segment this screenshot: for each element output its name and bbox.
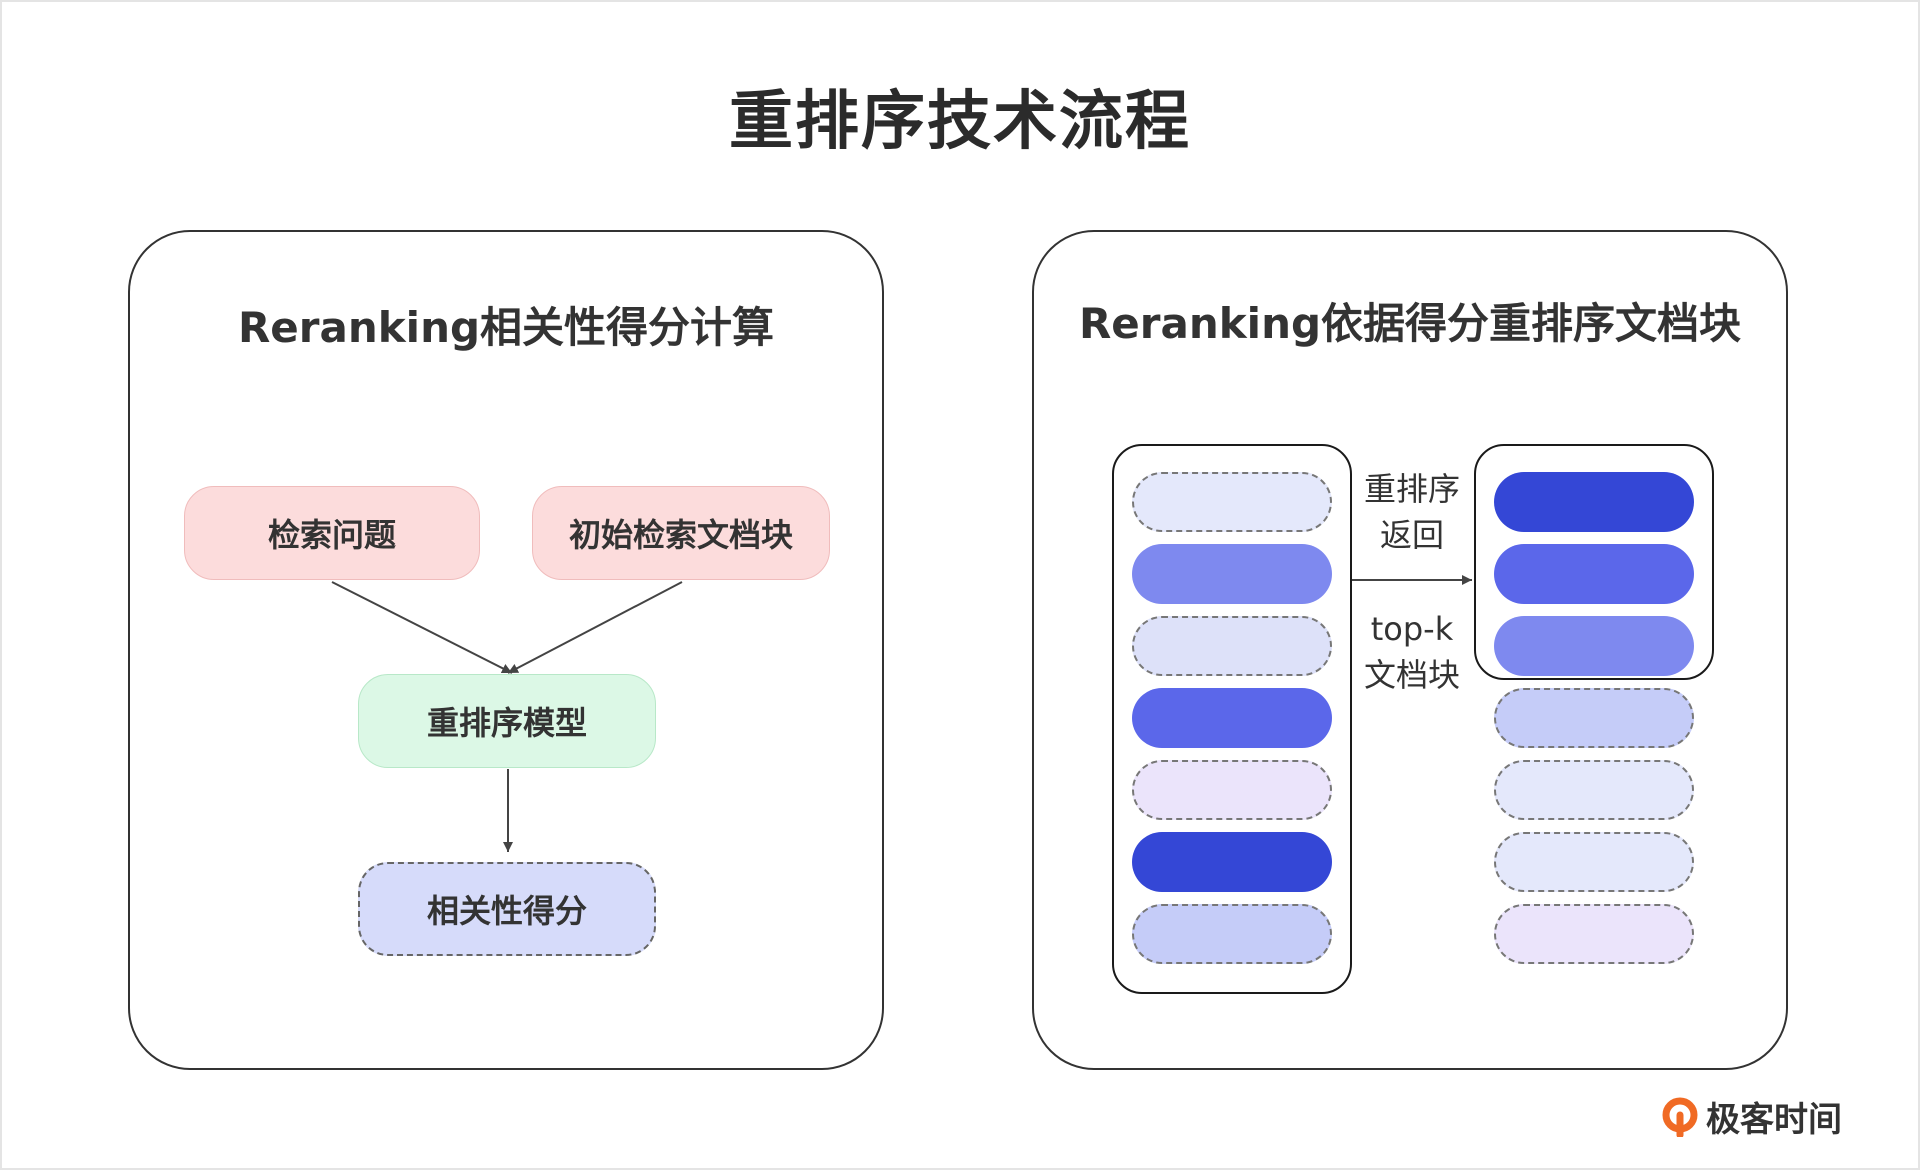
- geektime-logo: 极客时间: [1660, 1092, 1842, 1141]
- panel-title: Reranking相关性得分计算: [237, 303, 775, 352]
- initial-docs-stack-frame: [1112, 444, 1352, 994]
- logo-text: 极客时间: [1706, 1100, 1842, 1140]
- top-k-stack-frame: [1474, 444, 1714, 680]
- doc-chunk-4: [1132, 688, 1332, 748]
- query-to-model-arrow: [331, 581, 513, 674]
- flow-arrows: [331, 581, 683, 852]
- arrow-label-top: 重排序 返回: [1352, 466, 1472, 558]
- docs-to-model-arrow: [507, 581, 683, 674]
- reranked-doc-chunk-7: [1494, 904, 1694, 964]
- doc-chunk-1: [1132, 472, 1332, 532]
- doc-chunk-2: [1132, 544, 1332, 604]
- arrow-label-top-line2: 返回: [1379, 516, 1444, 554]
- doc-chunk-5: [1132, 760, 1332, 820]
- reranked-doc-chunk-6: [1494, 832, 1694, 892]
- doc-chunk-6: [1132, 832, 1332, 892]
- arrow-label-bottom: top-k 文档块: [1352, 606, 1472, 698]
- reranked-doc-chunk-4: [1494, 688, 1694, 748]
- reranked-doc-chunk-3: [1494, 616, 1694, 676]
- panel-title: Reranking依据得分重排序文档块: [1078, 299, 1742, 348]
- relevance-score-node: 相关性得分: [358, 862, 656, 956]
- page-title: 重排序技术流程: [729, 85, 1191, 159]
- relevance-score-panel: Reranking相关性得分计算 检索问题 初始检索文档块 重排序模型 相关性得…: [128, 230, 884, 1070]
- reranked-doc-chunk-2: [1494, 544, 1694, 604]
- arrow-label-bottom-line2: 文档块: [1363, 656, 1460, 694]
- rerank-arrow-svg: [1352, 575, 1472, 585]
- reranked-doc-chunk-5: [1494, 760, 1694, 820]
- arrow-label-top-line1: 重排序: [1363, 470, 1460, 508]
- geektime-logo-icon: [1662, 1097, 1698, 1137]
- rerank-model-node: 重排序模型: [358, 674, 656, 768]
- initial-docs-node: 初始检索文档块: [532, 486, 830, 580]
- arrow-label-bottom-line1: top-k: [1370, 610, 1454, 648]
- rerank-docs-panel: Reranking依据得分重排序文档块 重排序 返回 top-k 文档块: [1032, 230, 1788, 1070]
- doc-chunk-3: [1132, 616, 1332, 676]
- doc-chunk-7: [1132, 904, 1332, 964]
- reranked-doc-chunk-1: [1494, 472, 1694, 532]
- query-node: 检索问题: [184, 486, 480, 580]
